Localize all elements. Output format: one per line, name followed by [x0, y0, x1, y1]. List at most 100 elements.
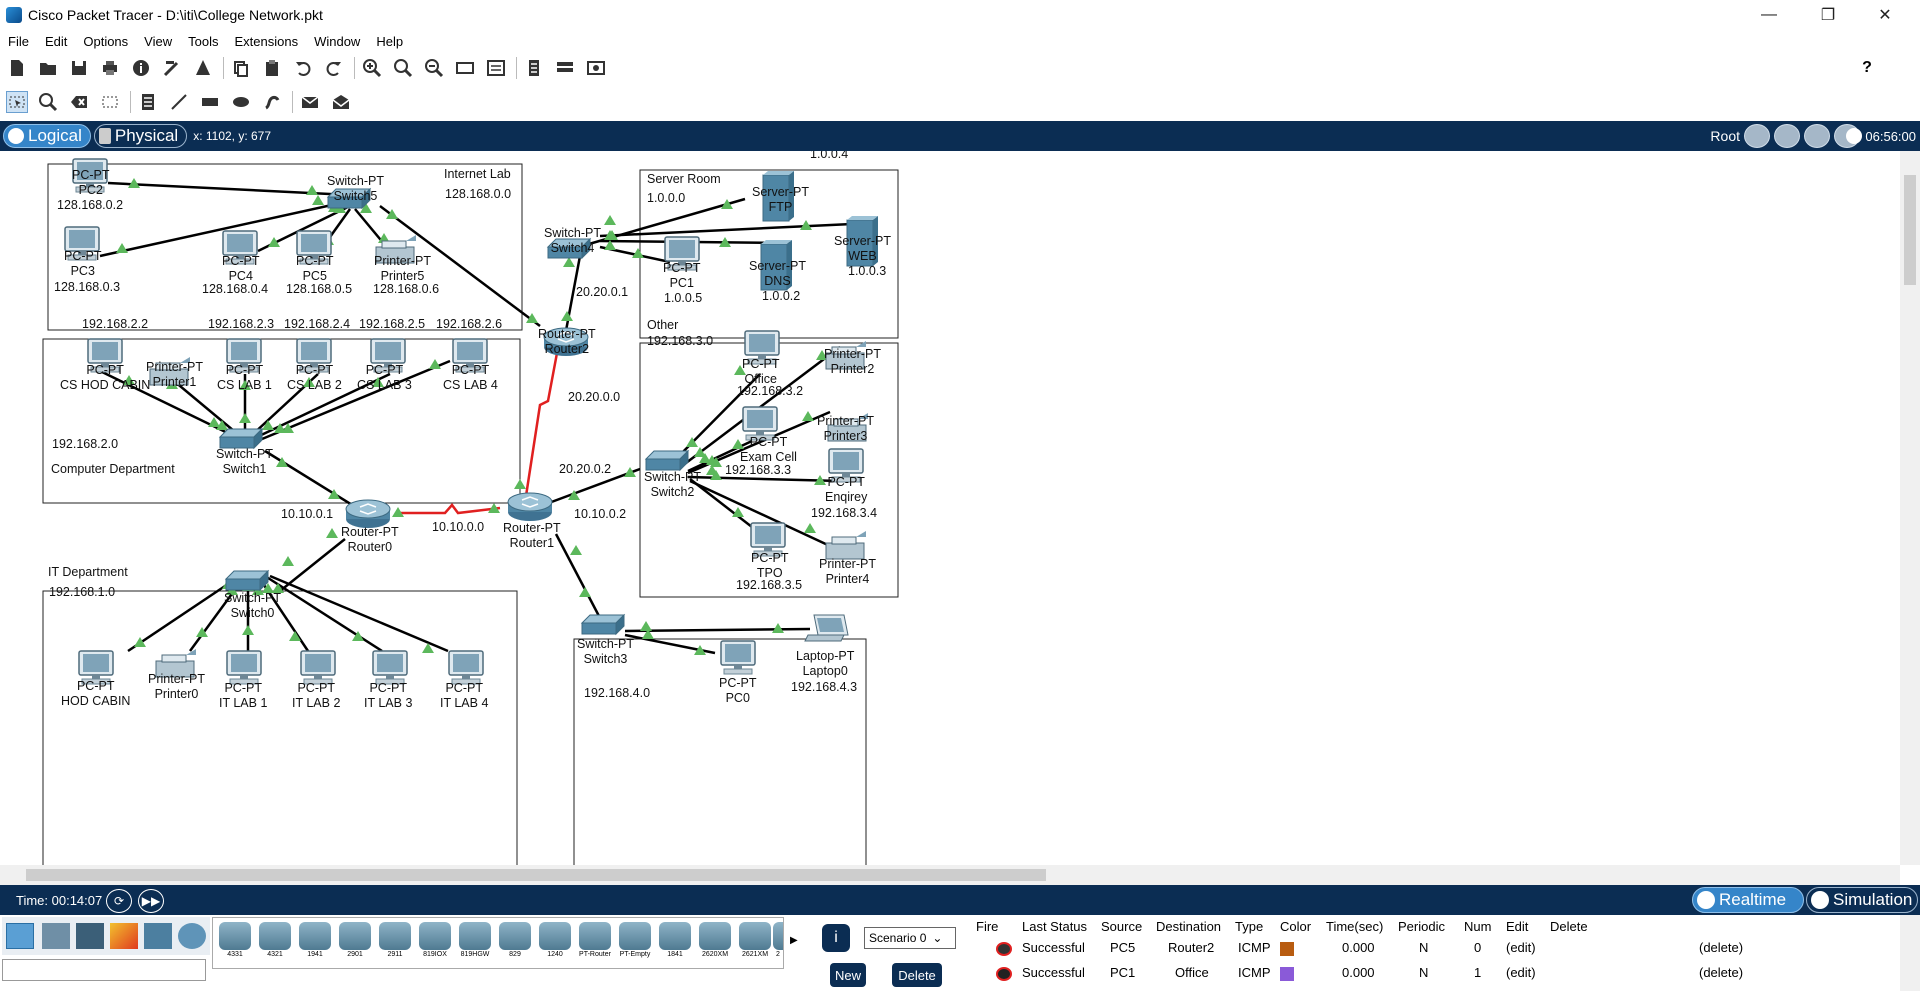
clock[interactable]: 06:56:00	[1846, 128, 1916, 144]
paste-icon[interactable]	[261, 57, 283, 79]
area-switch3-network[interactable]	[573, 638, 867, 865]
save-icon[interactable]	[68, 57, 90, 79]
device-type-item[interactable]: 1941	[297, 922, 333, 966]
laptop-icon[interactable]	[804, 614, 849, 642]
device-type-item[interactable]: 1841	[657, 922, 693, 966]
pdu-row[interactable]: Successful PC5 Router2 ICMP 0.000 N 0 (e…	[970, 940, 1900, 960]
device-type-item[interactable]: PT-Router	[577, 922, 613, 966]
ellipse-icon[interactable]	[230, 91, 252, 113]
move-icon[interactable]	[1804, 124, 1830, 148]
zoom-reset-icon[interactable]	[392, 57, 414, 79]
device-dialog-icon[interactable]	[485, 57, 507, 79]
fire-icon[interactable]	[996, 967, 1012, 981]
device-type-item[interactable]: 4331	[217, 922, 253, 966]
back-icon[interactable]	[1744, 124, 1770, 148]
device-type-item[interactable]: 2	[773, 922, 783, 966]
device-type-item[interactable]: PT-Empty	[617, 922, 653, 966]
panel-arrow-icon[interactable]: ▶	[790, 935, 798, 946]
end-devices-icon[interactable]	[42, 923, 70, 949]
multiuser-icon[interactable]	[178, 923, 206, 949]
cluster-icon[interactable]	[554, 57, 576, 79]
scroll-thumb[interactable]	[26, 869, 1046, 881]
pdu-list-scrollbar[interactable]	[1900, 915, 1920, 991]
pc-icon[interactable]	[448, 650, 484, 685]
delete-icon[interactable]	[68, 91, 90, 113]
custom-device-icon[interactable]	[523, 57, 545, 79]
device-type-item[interactable]: 1240	[537, 922, 573, 966]
copy-icon[interactable]	[230, 57, 252, 79]
device-type-item[interactable]: 4321	[257, 922, 293, 966]
device-type-item[interactable]: 819IOX	[417, 922, 453, 966]
device-type-item[interactable]: 2901	[337, 922, 373, 966]
info-icon[interactable]: i	[822, 924, 850, 952]
edit-link[interactable]: (edit)	[1506, 940, 1536, 955]
menu-tools[interactable]: Tools	[188, 33, 219, 49]
router-icon[interactable]	[507, 492, 553, 522]
device-type-item[interactable]: 829	[497, 922, 533, 966]
fast-forward-icon[interactable]: ▶▶	[138, 889, 164, 913]
complex-pdu-icon[interactable]	[330, 91, 352, 113]
components-icon[interactable]	[76, 923, 104, 949]
device-search-input[interactable]	[2, 959, 206, 981]
rectangle-icon[interactable]	[199, 91, 221, 113]
device-type-item[interactable]: 2911	[377, 922, 413, 966]
device-type-item[interactable]: 819HGW	[457, 922, 493, 966]
switch-icon[interactable]	[581, 614, 625, 635]
pc-icon[interactable]	[226, 650, 262, 685]
menu-options[interactable]: Options	[83, 33, 129, 49]
select-icon[interactable]	[6, 91, 28, 113]
delete-link[interactable]: (delete)	[1699, 940, 1744, 955]
screenshot-icon[interactable]	[585, 57, 607, 79]
scenario-select[interactable]: Scenario 0⌄	[864, 927, 956, 949]
cloud-icon[interactable]	[1774, 124, 1800, 148]
palette-icon[interactable]	[454, 57, 476, 79]
open-folder-icon[interactable]	[37, 57, 59, 79]
canvas-vertical-scrollbar[interactable]	[1900, 151, 1920, 865]
miscellaneous-icon[interactable]	[144, 923, 172, 949]
wizard-icon[interactable]	[161, 57, 183, 79]
help-icon[interactable]: ?	[1862, 59, 1872, 76]
device-type-item[interactable]: 2620XM	[697, 922, 733, 966]
logical-tab[interactable]: Logical	[3, 124, 91, 148]
close-button[interactable]: ✕	[1878, 7, 1892, 24]
delete-scenario-button[interactable]: Delete	[892, 963, 942, 987]
new-scenario-button[interactable]: New	[830, 963, 866, 987]
switch-icon[interactable]	[225, 570, 269, 591]
menu-extensions[interactable]: Extensions	[234, 33, 299, 49]
zoom-in-icon[interactable]	[361, 57, 383, 79]
new-file-icon[interactable]	[6, 57, 28, 79]
activity-icon[interactable]	[192, 57, 214, 79]
area-internet-lab[interactable]	[47, 163, 523, 331]
menu-edit[interactable]: Edit	[44, 33, 68, 49]
logical-workspace[interactable]: Internet Lab 128.168.0.0 Server Room 1.0…	[0, 151, 1900, 865]
zoom-out-icon[interactable]	[423, 57, 445, 79]
